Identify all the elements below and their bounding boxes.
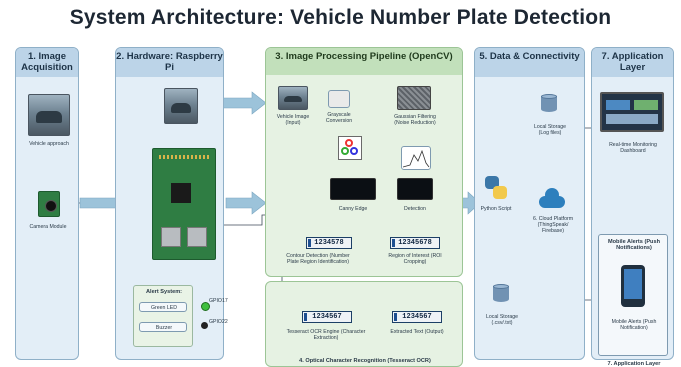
panel-image-processing: 3. Image Processing Pipeline (OpenCV) Ve… (265, 47, 463, 277)
canny-edge-image (330, 178, 376, 200)
grayscale-label: Grayscale Conversion (325, 112, 353, 124)
local-storage-top-label: Local Storage (Log files) (533, 124, 566, 136)
ocr-panel-title: 4. Optical Character Recognition (Tesser… (299, 358, 431, 364)
histogram-icon (401, 146, 431, 170)
roi-plate: 12345678 (390, 237, 440, 249)
panel-image-acquisition: 1. Image Acquisition Vehicle approach Ca… (15, 47, 79, 360)
panel-ocr: 1234567 Tesseract OCR Engine (Character … (265, 281, 463, 367)
camera-module-label: Camera Module (29, 224, 67, 230)
canny-edge-label: Canny Edge (338, 206, 368, 212)
captured-vehicle-image (164, 88, 198, 124)
python-label: Python Script (480, 206, 512, 212)
contour-label: Contour Detection (Number Plate Region I… (286, 253, 350, 265)
raspberry-pi-board-icon (152, 148, 216, 260)
gpio22-label: GPIO22 (209, 319, 228, 325)
gaussian-filter-image (397, 86, 431, 110)
panel-title: 7. Application Layer (592, 48, 673, 77)
grayscale-icon (328, 90, 350, 108)
green-led-label: Green LED (151, 305, 177, 311)
opencv-logo-icon (338, 136, 362, 160)
alert-system-box: Alert System: Green LED Buzzer (133, 285, 193, 347)
local-storage-bottom-label: Local Storage (.csv/.txt) (485, 314, 518, 326)
cloud-label: 6. Cloud Platform (ThingSpeak/ Firebase) (532, 216, 574, 234)
application-footer-label: 7. Application Layer (607, 361, 661, 367)
alert-system-title: Alert System: (145, 289, 183, 295)
vehicle-image-label: Vehicle Image (Input) (276, 114, 310, 126)
tesseract-plate: 1234567 (302, 311, 352, 323)
local-storage-db-icon (541, 94, 557, 112)
vehicle-input-image (278, 86, 308, 110)
panel-title: 3. Image Processing Pipeline (OpenCV) (266, 48, 462, 75)
camera-module-icon (38, 191, 60, 217)
buzzer-icon (201, 322, 208, 329)
led-icon (201, 302, 210, 311)
mobile-alerts-label: Mobile Alerts (Push Notification) (611, 319, 657, 331)
histogram-chart-icon (402, 149, 430, 168)
mobile-alerts-header: Mobile Alerts (Push Notifications) (607, 239, 660, 251)
contour-plate: 1234578 (306, 237, 352, 249)
gpio17-label: GPIO17 (209, 298, 228, 304)
python-icon (485, 176, 507, 200)
extracted-plate: 1234567 (392, 311, 442, 323)
gaussian-label: Gaussian Filtering (Noise Reduction) (394, 114, 436, 126)
mobile-phone-icon (621, 265, 645, 307)
buzzer-box: Buzzer (139, 322, 187, 332)
panel-data-connectivity: 5. Data & Connectivity Local Storage (Lo… (474, 47, 585, 360)
detection-label: Detection (404, 206, 426, 212)
tesseract-label: Tesseract OCR Engine (Character Extracti… (286, 329, 366, 341)
diagram-title: System Architecture: Vehicle Number Plat… (69, 6, 612, 29)
vehicle-image (28, 94, 70, 136)
buzzer-label: Buzzer (155, 325, 173, 331)
green-led-box: Green LED (139, 302, 187, 312)
dashboard-label: Real-time Monitoring Dashboard (609, 142, 657, 154)
roi-label: Region of Interest (ROI Cropping) (388, 253, 442, 265)
mobile-alerts-box: Mobile Alerts (Push Notifications) Mobil… (598, 234, 668, 356)
dashboard-monitor-icon (600, 92, 664, 132)
panel-title: 1. Image Acquisition (16, 48, 78, 77)
panel-hardware: 2. Hardware: Raspberry Pi Alert System: … (115, 47, 228, 360)
panel-title: 2. Hardware: Raspberry Pi (116, 48, 223, 77)
cloud-icon (535, 188, 567, 208)
panel-application: 7. Application Layer Real-time Monitorin… (591, 47, 674, 367)
vehicle-approach-label: Vehicle approach (29, 141, 69, 147)
panel-title: 5. Data & Connectivity (475, 48, 584, 77)
local-storage-csv-icon (493, 284, 509, 302)
detection-image (397, 178, 433, 200)
extracted-label: Extracted Text (Output) (390, 329, 444, 335)
